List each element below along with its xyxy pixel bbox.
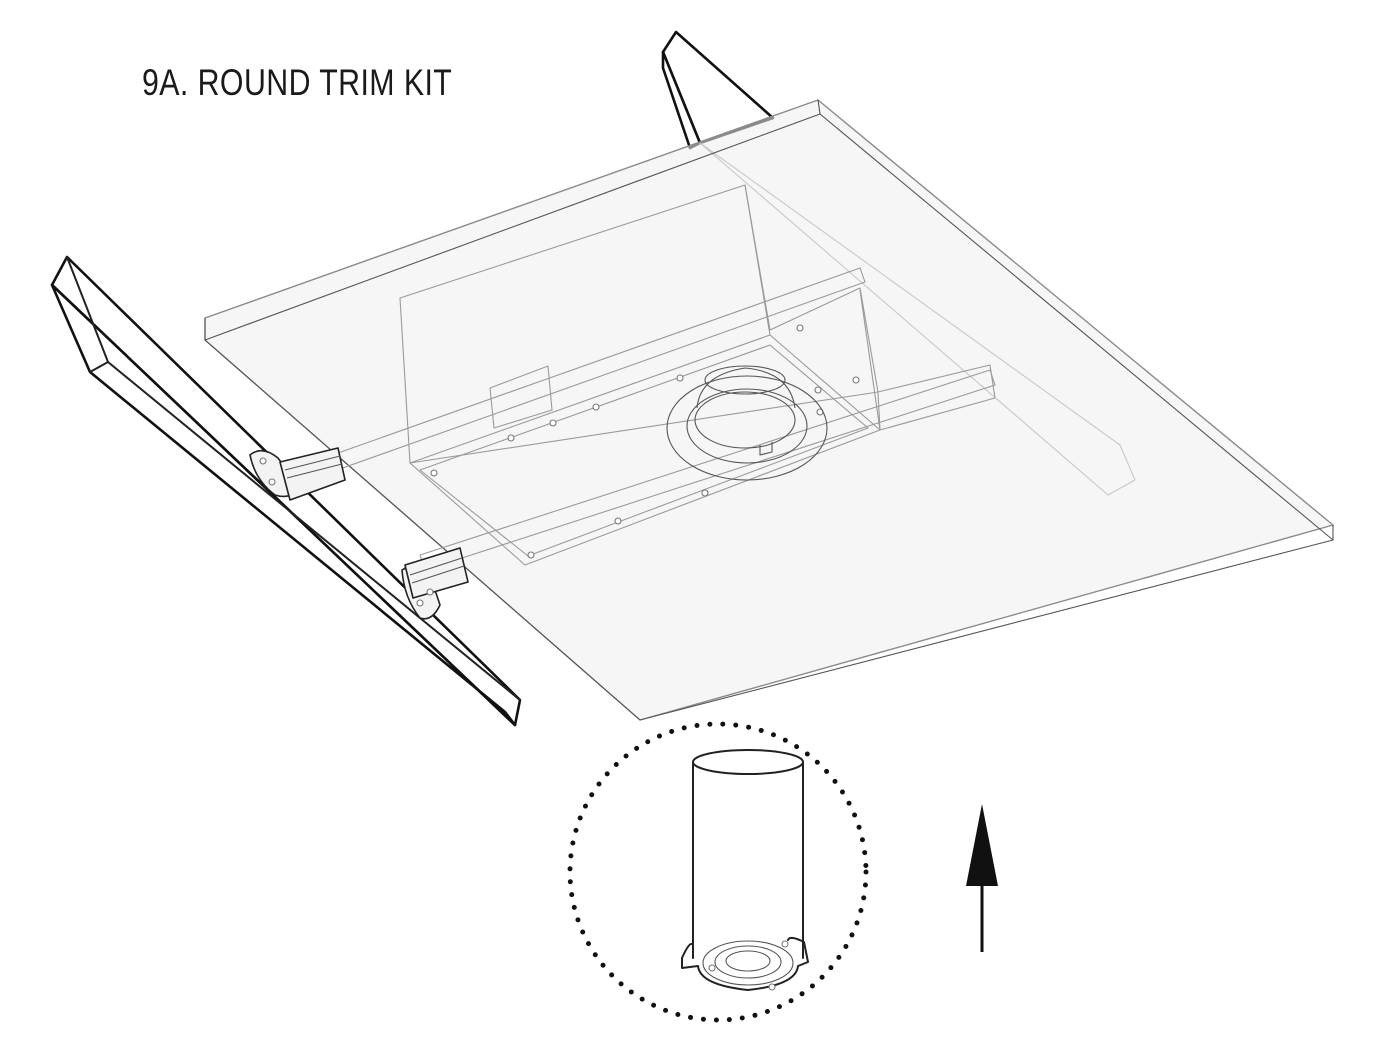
up-arrow-icon xyxy=(966,804,998,952)
right-joist xyxy=(661,30,1136,496)
ceiling-panel xyxy=(204,99,1334,721)
round-trim-cylinder xyxy=(681,749,809,991)
dotted-circle-detail xyxy=(567,721,869,1023)
rail-bracket-upper xyxy=(249,447,346,501)
round-opening xyxy=(666,365,828,481)
rail-bracket-lower xyxy=(401,547,469,620)
step-title: 9A. ROUND TRIM KIT xyxy=(142,62,453,103)
